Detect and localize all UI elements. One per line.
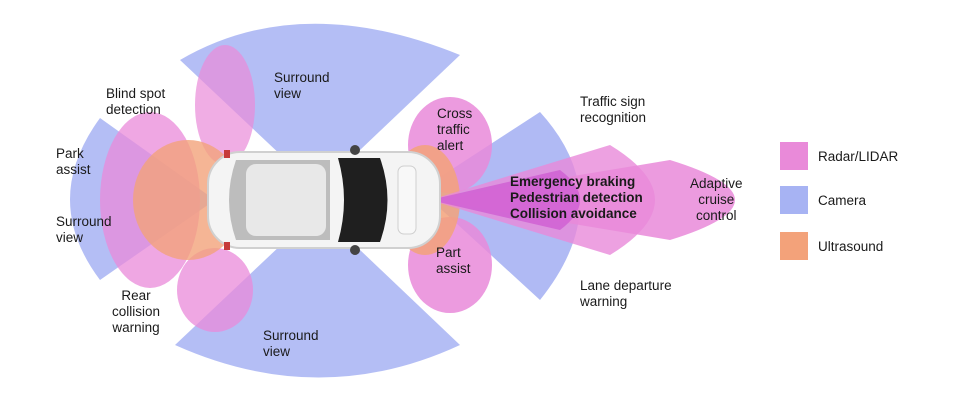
- legend-ultrasound: Ultrasound: [780, 232, 883, 260]
- zone-adaptive-cruise: [430, 160, 735, 240]
- legend-label-camera: Camera: [818, 192, 867, 208]
- legend-radar: Radar/LIDAR: [780, 142, 898, 170]
- label-surround-left: Surround view: [56, 214, 112, 245]
- label-front-center: Emergency braking Pedestrian detection C…: [510, 174, 643, 221]
- label-park-assist: Park assist: [56, 146, 91, 177]
- legend-label-ultrasound: Ultrasound: [818, 238, 884, 254]
- label-rear-collision: Rear collision warning: [112, 288, 161, 335]
- zone-emergency: [430, 170, 580, 230]
- label-blind-spot: Blind spot detection: [106, 86, 166, 117]
- zone-surround-bottom: [175, 210, 460, 378]
- label-lane-departure: Lane departure warning: [580, 278, 672, 309]
- label-surround-top: Surround view: [274, 70, 330, 101]
- label-cross-traffic: Cross traffic alert: [437, 106, 473, 153]
- legend-swatch-ultrasound: [780, 232, 808, 260]
- zone-surround-top: [180, 23, 460, 190]
- label-surround-bottom: Surround view: [263, 328, 319, 359]
- label-traffic-sign: Traffic sign recognition: [580, 94, 647, 125]
- label-adaptive-cruise: Adaptive cruise control: [690, 176, 743, 223]
- label-part-assist: Part assist: [436, 245, 471, 276]
- legend-camera: Camera: [780, 186, 866, 214]
- legend-swatch-radar: [780, 142, 808, 170]
- zone-blind-spot-top: [195, 45, 255, 165]
- legend-label-radar: Radar/LIDAR: [818, 148, 899, 164]
- zone-rear-collision: [177, 248, 253, 332]
- car: [207, 145, 441, 255]
- legend-swatch-camera: [780, 186, 808, 214]
